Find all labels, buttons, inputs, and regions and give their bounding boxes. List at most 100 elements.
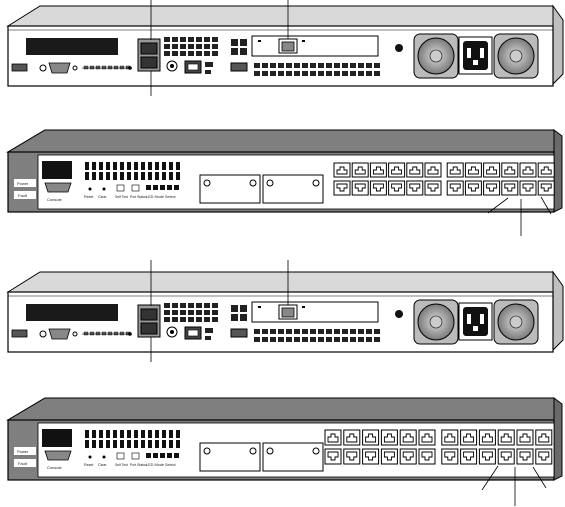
inlet-pin bbox=[467, 314, 471, 324]
rj45-port bbox=[464, 180, 482, 196]
rj45-port bbox=[497, 429, 515, 446]
dip-switch bbox=[350, 337, 356, 342]
dip-switch bbox=[180, 44, 186, 49]
dip-switch bbox=[374, 71, 380, 76]
usb-port bbox=[11, 63, 28, 72]
port-opening bbox=[409, 166, 421, 175]
power-label: Power bbox=[17, 181, 29, 186]
dip-switch bbox=[262, 71, 268, 76]
slot-screw bbox=[312, 179, 320, 187]
dip-switch bbox=[188, 51, 194, 56]
led bbox=[113, 440, 117, 448]
power-badge bbox=[14, 179, 36, 187]
dip-switch bbox=[318, 337, 324, 342]
inlet-pin bbox=[467, 48, 471, 58]
port-status-label: Port Status bbox=[130, 195, 147, 199]
rj45-port bbox=[460, 429, 478, 446]
led bbox=[92, 430, 96, 438]
slot-mark bbox=[302, 306, 305, 308]
dip-switch bbox=[366, 329, 372, 334]
inlet-pin bbox=[473, 60, 478, 65]
rj45-port bbox=[501, 162, 519, 178]
led bbox=[134, 172, 138, 180]
rj45-port bbox=[324, 448, 342, 465]
dip-switch bbox=[164, 317, 170, 322]
screw bbox=[72, 331, 78, 337]
port-status-label: Port Status bbox=[130, 463, 147, 467]
dip-switch bbox=[212, 51, 218, 56]
dip-switch bbox=[342, 329, 348, 334]
dip-switch bbox=[262, 329, 268, 334]
led bbox=[134, 440, 138, 448]
rj45-port bbox=[333, 180, 351, 196]
led bbox=[120, 172, 124, 180]
fault-badge bbox=[14, 191, 36, 199]
callout-line bbox=[532, 466, 547, 489]
led bbox=[162, 430, 166, 438]
dip-switch bbox=[205, 70, 211, 74]
port-opening bbox=[365, 451, 377, 461]
rj45-port bbox=[535, 448, 553, 465]
expansion-slot bbox=[262, 174, 324, 204]
dip-switch bbox=[350, 329, 356, 334]
port-opening bbox=[449, 166, 461, 175]
fan-hub bbox=[429, 315, 443, 329]
dip-switch bbox=[342, 337, 348, 342]
dip-switch bbox=[374, 337, 380, 342]
console-label: Console bbox=[47, 465, 62, 470]
mode-led bbox=[153, 185, 158, 190]
dip-switch bbox=[172, 303, 178, 308]
rj45-port bbox=[464, 162, 482, 178]
rj45-port bbox=[446, 162, 464, 178]
usb-port bbox=[11, 329, 28, 338]
dip-switch bbox=[366, 63, 372, 68]
slot-mark bbox=[302, 40, 305, 42]
expansion-slot bbox=[262, 442, 324, 472]
dip-switch bbox=[278, 63, 284, 68]
led bbox=[113, 162, 117, 170]
port-opening bbox=[409, 183, 421, 192]
dip-switch bbox=[270, 329, 276, 334]
dip-switch bbox=[231, 305, 238, 312]
led bbox=[85, 172, 89, 180]
led bbox=[99, 172, 103, 180]
port-opening bbox=[463, 433, 475, 443]
dip-switch bbox=[172, 37, 178, 42]
reset-label: Reset bbox=[84, 463, 93, 467]
led bbox=[107, 65, 113, 70]
dip-switch bbox=[350, 71, 356, 76]
dip-switch bbox=[326, 71, 332, 76]
rj45-port bbox=[424, 180, 442, 196]
slot-screw bbox=[249, 447, 257, 455]
led-mode-select-label: LED Mode Select bbox=[146, 463, 176, 467]
rear-panel bbox=[6, 260, 564, 362]
port-opening bbox=[365, 433, 377, 443]
slot-screw bbox=[266, 179, 274, 187]
display-window bbox=[26, 304, 118, 321]
rj45-port bbox=[441, 429, 459, 446]
dip-switch bbox=[358, 71, 364, 76]
port-opening bbox=[427, 183, 439, 192]
led bbox=[134, 430, 138, 438]
dip-switch bbox=[254, 329, 260, 334]
port-status-button bbox=[131, 452, 140, 460]
rj45-port bbox=[418, 429, 436, 446]
rj45-opening bbox=[187, 329, 199, 337]
led bbox=[127, 172, 131, 180]
port-opening bbox=[481, 433, 493, 443]
chassis-side bbox=[552, 4, 564, 86]
inlet-pin bbox=[480, 48, 484, 58]
dip-switch bbox=[196, 51, 202, 56]
rj45-port bbox=[388, 162, 406, 178]
port-opening bbox=[372, 166, 384, 175]
led bbox=[176, 430, 180, 438]
rj45-port bbox=[140, 42, 158, 55]
callout-line bbox=[540, 196, 552, 215]
dip-switch bbox=[262, 63, 268, 68]
console-port bbox=[44, 182, 72, 193]
slot-screw bbox=[203, 447, 211, 455]
display-window bbox=[26, 38, 118, 55]
dip-switch bbox=[180, 317, 186, 322]
dip-switch bbox=[212, 310, 218, 315]
power-jack-pin bbox=[170, 64, 174, 68]
